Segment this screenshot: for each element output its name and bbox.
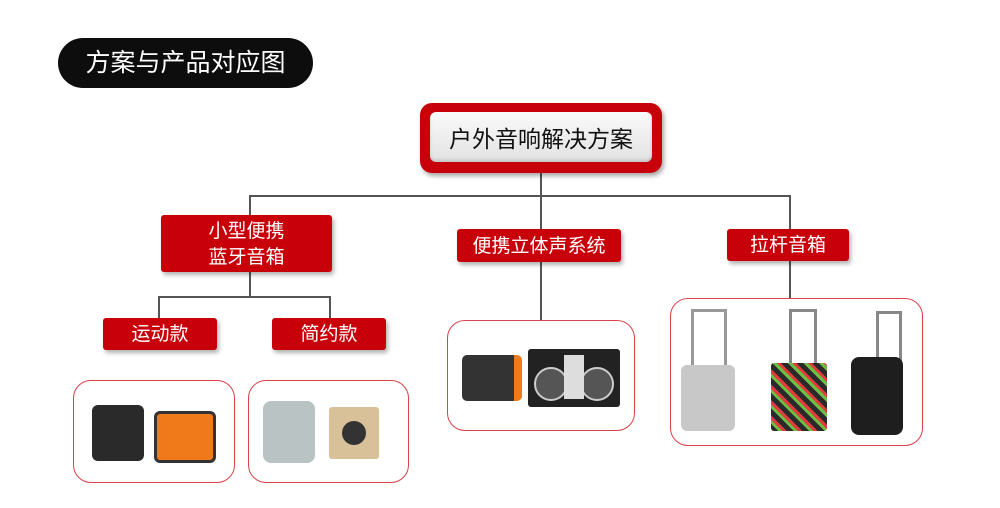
product-box-minimal <box>248 380 409 483</box>
trolley-handle <box>789 309 817 368</box>
black-trolley-speaker-image <box>851 357 903 435</box>
product-box-sport <box>73 380 235 483</box>
category-label-line2: 蓝牙音箱 <box>208 245 285 268</box>
connector-line <box>329 296 331 318</box>
category-label-line1: 小型便携 <box>208 219 285 242</box>
gray-fabric-speaker-image <box>263 401 315 463</box>
category-small-portable-bluetooth: 小型便携 蓝牙音箱 <box>161 215 332 272</box>
connector-line <box>249 195 790 197</box>
root-node: 户外音响解决方案 <box>420 103 662 173</box>
power-station-image <box>462 355 522 401</box>
connector-line <box>158 296 330 298</box>
boombox-image <box>528 349 620 407</box>
connector-line <box>158 296 160 318</box>
trolley-handle <box>691 309 727 370</box>
page-title: 方案与产品对应图 <box>58 38 313 88</box>
product-box-trolley <box>670 298 923 446</box>
black-rugged-speaker-image <box>92 405 144 461</box>
subcategory-minimal: 简约款 <box>272 318 386 350</box>
gray-trolley-speaker-image <box>681 365 735 431</box>
led-trolley-speaker-image <box>771 363 827 431</box>
subcategory-sport: 运动款 <box>103 318 217 350</box>
category-portable-stereo: 便携立体声系统 <box>457 229 621 262</box>
product-box-portable-stereo <box>447 320 635 431</box>
orange-rugged-speaker-image <box>154 411 216 463</box>
wood-speaker-image <box>329 407 379 459</box>
trolley-handle <box>876 311 902 362</box>
root-node-label: 户外音响解决方案 <box>430 112 652 162</box>
category-trolley-speaker: 拉杆音箱 <box>727 229 849 261</box>
